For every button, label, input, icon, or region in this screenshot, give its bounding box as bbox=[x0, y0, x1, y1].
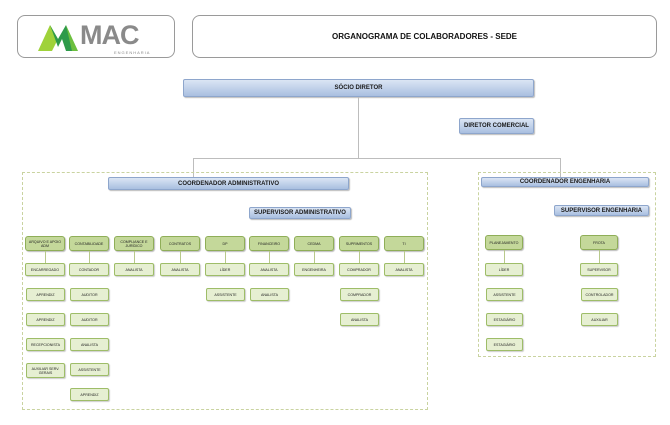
position-box: AUDITOR bbox=[70, 313, 109, 326]
logo-subtitle: ENGENHARIA bbox=[114, 50, 151, 55]
connector-line bbox=[225, 251, 226, 264]
position-box: ESTAGIÁRIO bbox=[486, 313, 523, 326]
position-box: AUDITOR bbox=[70, 288, 109, 301]
position-box: ESTAGIÁRIO bbox=[486, 338, 523, 351]
column-header: CEDMA bbox=[294, 236, 334, 251]
position-box: APRENDIZ bbox=[70, 388, 109, 401]
position-box: LÍDER bbox=[485, 263, 523, 276]
position-box: ANALISTA bbox=[384, 263, 424, 276]
position-box: ASSISTENTE bbox=[70, 363, 109, 376]
position-box: LÍDER bbox=[205, 263, 245, 276]
connector-line bbox=[314, 251, 315, 264]
connector-line bbox=[358, 97, 359, 158]
column-header: PLANEJAMENTO bbox=[485, 235, 523, 250]
admin-department-area bbox=[22, 172, 428, 410]
position-box: APRENDIZ bbox=[26, 288, 65, 301]
column-header: DP bbox=[205, 236, 245, 251]
position-box: ANALISTA bbox=[250, 288, 289, 301]
position-box: COMPRADOR bbox=[339, 263, 379, 276]
connector-line bbox=[193, 158, 561, 159]
connector-line bbox=[404, 251, 405, 264]
connector-line bbox=[560, 158, 561, 177]
connector-line bbox=[180, 251, 181, 264]
engineering-department-area bbox=[478, 172, 656, 357]
connector-line bbox=[504, 250, 505, 263]
position-box: ENCARREGADO bbox=[25, 263, 65, 276]
diretor-comercial-box: DIRETOR COMERCIAL bbox=[459, 118, 534, 134]
column-header: FINANCEIRO bbox=[249, 236, 289, 251]
position-box: ENGENHEIRA bbox=[294, 263, 334, 276]
column-header: TI bbox=[384, 236, 424, 251]
coordenador-administrativo-box: COORDENADOR ADMINISTRATIVO bbox=[108, 177, 349, 190]
supervisor-administrativo-box: SUPERVISOR ADMINISTRATIVO bbox=[249, 207, 351, 219]
column-header: CONTRATOS bbox=[160, 236, 200, 251]
column-header: COMPLIANCE E JURÍDICO bbox=[114, 236, 154, 251]
connector-line bbox=[269, 251, 270, 264]
connector-line bbox=[599, 250, 600, 263]
mac-logo-icon bbox=[38, 25, 78, 51]
position-box: ANALISTA bbox=[249, 263, 289, 276]
position-box: CONTROLADOR bbox=[581, 288, 618, 301]
coordenador-engenharia-box: COORDENADOR ENGENHARIA bbox=[481, 177, 649, 187]
column-header: CONTABILIDADE bbox=[69, 236, 109, 251]
position-box: ASSISTENTE bbox=[206, 288, 245, 301]
connector-line bbox=[89, 251, 90, 264]
column-header: ARQUIVO E APOIO ADM bbox=[25, 236, 65, 251]
position-box: CONTADOR bbox=[69, 263, 109, 276]
connector-line bbox=[359, 251, 360, 264]
page-title: ORGANOGRAMA DE COLABORADORES - SEDE bbox=[192, 15, 657, 58]
position-box: AUXILIAR bbox=[581, 313, 618, 326]
connector-line bbox=[134, 251, 135, 264]
position-box: AUXILIAR SERV. GERAIS bbox=[26, 363, 65, 378]
position-box: APRENDIZ bbox=[26, 313, 65, 326]
supervisor-engenharia-box: SUPERVISOR ENGENHARIA bbox=[554, 205, 649, 216]
logo-box: MAC ENGENHARIA bbox=[17, 15, 175, 58]
socio-diretor-box: SÓCIO DIRETOR bbox=[183, 79, 534, 97]
connector-line bbox=[193, 158, 194, 177]
position-box: SUPERVISOR bbox=[580, 263, 618, 276]
column-header: SUPRIMENTOS bbox=[339, 236, 379, 251]
position-box: ANALISTA bbox=[160, 263, 200, 276]
position-box: RECEPCIONISTA bbox=[26, 338, 65, 351]
position-box: ANALISTA bbox=[340, 313, 379, 326]
column-header: FROTA bbox=[580, 235, 618, 250]
position-box: ANALISTA bbox=[114, 263, 154, 276]
connector-line bbox=[45, 251, 46, 264]
position-box: ASSISTENTE bbox=[486, 288, 523, 301]
position-box: COMPRADOR bbox=[340, 288, 379, 301]
logo-name: MAC bbox=[80, 20, 139, 50]
position-box: ANALISTA bbox=[70, 338, 109, 351]
